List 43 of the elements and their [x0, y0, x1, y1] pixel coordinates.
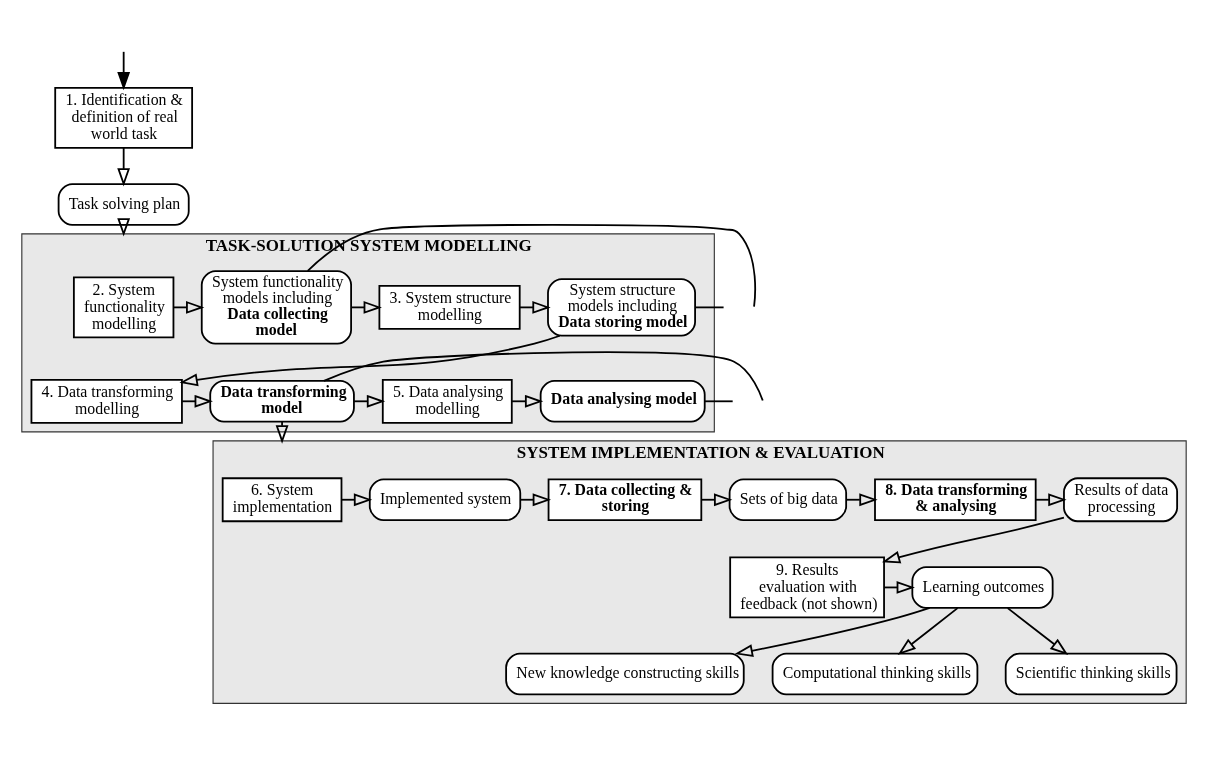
- connector: [704, 399, 734, 402]
- node-box: 3. System structure modelling: [378, 284, 521, 330]
- arrow: [1006, 606, 1069, 655]
- node-box: System functionality models including Data collecting model: [200, 269, 352, 344]
- arrow: [117, 217, 131, 237]
- node-box: 9. Results evaluation with feedback (not shown): [729, 556, 885, 618]
- arrow: [117, 146, 131, 186]
- arrow: [700, 492, 733, 506]
- arrow: [511, 394, 544, 408]
- arrow: [117, 50, 131, 90]
- node-box: 4. Data transforming modelling: [30, 378, 183, 424]
- arrow: [519, 492, 552, 506]
- node-box: 1. Identification & definition of real world task: [54, 86, 194, 149]
- node-box: New knowledge constructing skills: [505, 652, 745, 695]
- node-box: Data analysing model: [539, 379, 706, 423]
- node-box: Sets of big data: [728, 477, 848, 521]
- arrow: [734, 606, 931, 657]
- node-box: Results of data processing: [1063, 476, 1179, 522]
- arrow: [1034, 492, 1067, 506]
- node-box: Scientific thinking skills: [1004, 652, 1178, 695]
- arrow: [172, 300, 205, 314]
- node-box: System structure models including Data storing model: [547, 277, 696, 337]
- arrow: [179, 334, 561, 386]
- node-box: Computational thinking skills: [771, 652, 979, 695]
- node-box: 2. System functionality modelling: [72, 276, 175, 338]
- arrow: [845, 492, 878, 506]
- connector: [694, 305, 725, 308]
- connector: [323, 350, 764, 401]
- node-box: Data transforming model: [209, 379, 355, 423]
- arrow: [518, 300, 551, 314]
- arrow: [881, 516, 1065, 563]
- arrow: [350, 300, 382, 314]
- node-box: 8. Data transforming & analysing: [874, 477, 1037, 521]
- arrow: [181, 394, 213, 408]
- arrow: [340, 492, 373, 506]
- arrow: [353, 394, 386, 408]
- arrow: [897, 606, 959, 655]
- node-box: Implemented system: [368, 477, 522, 521]
- node-box: 7. Data collecting & storing: [547, 477, 703, 521]
- connector: [306, 223, 757, 307]
- node-box: 5. Data analysing modelling: [381, 378, 513, 424]
- node-box: Learning outcomes: [911, 565, 1054, 609]
- node-box: 6. System implementation: [221, 476, 343, 522]
